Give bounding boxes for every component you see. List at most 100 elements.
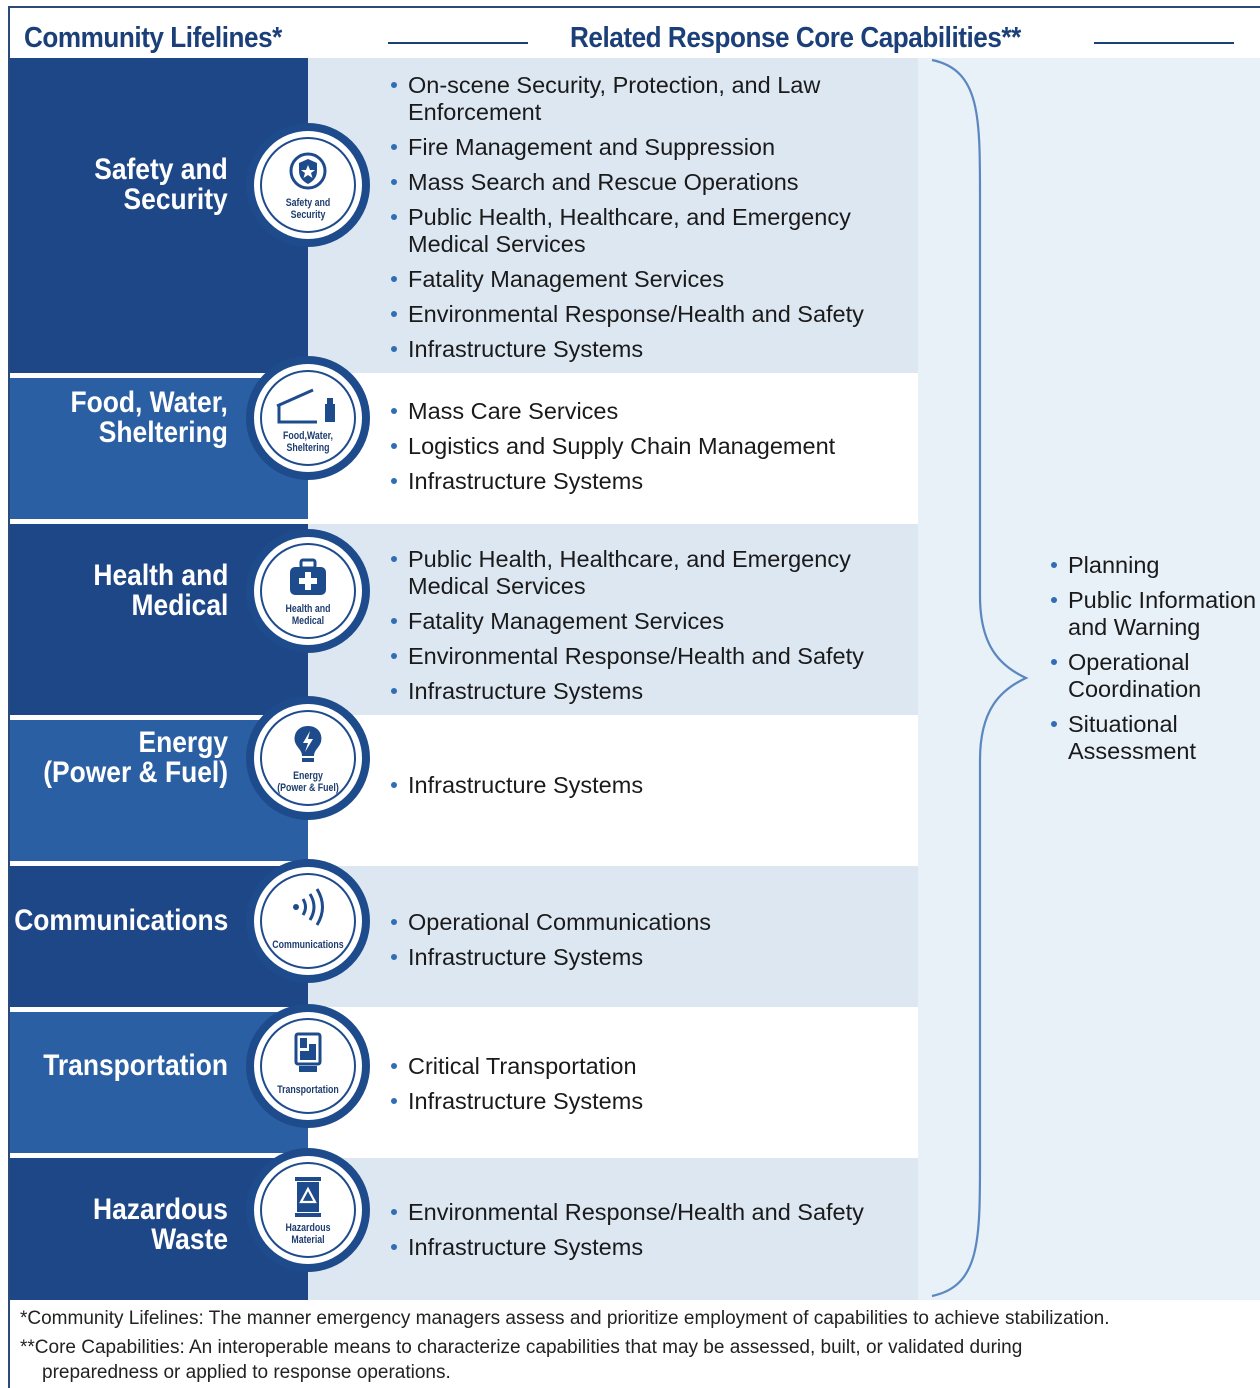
row-divider	[10, 861, 918, 866]
shared-capability-item: Situational Assessment	[1050, 711, 1258, 765]
capabilities-band	[308, 864, 918, 1010]
capability-item: Infrastructure Systems	[388, 468, 918, 495]
capability-item: Logistics and Supply Chain Management	[388, 433, 918, 460]
capability-item: Infrastructure Systems	[388, 336, 918, 363]
lifeline-badge: Energy(Power & Fuel)	[246, 696, 370, 820]
shield-star-icon	[286, 151, 330, 196]
lifeline-label: Communications	[14, 906, 228, 936]
badge-caption-line: Food,Water,	[282, 430, 334, 442]
capabilities-list: On-scene Security, Protection, and Law E…	[388, 72, 918, 371]
badge-caption-line: Security	[290, 209, 326, 221]
badge-caption: Energy(Power & Fuel)	[271, 770, 345, 794]
lifeline-label-line: Medical	[131, 589, 228, 622]
shared-capability-item: Public Information and Warning	[1050, 587, 1258, 641]
capability-item: Infrastructure Systems	[388, 1088, 918, 1115]
header-rule-left	[388, 42, 528, 44]
badge-inner-ring: Energy(Power & Fuel)	[260, 710, 356, 806]
capability-item: Environmental Response/Health and Safety	[388, 301, 918, 328]
grouping-brace	[931, 58, 1029, 1298]
lifeline-badge: Transportation	[246, 1004, 370, 1128]
capability-item: Mass Care Services	[388, 398, 918, 425]
lightbulb-bolt-icon	[288, 724, 328, 769]
badge-inner-ring: Communications	[260, 873, 356, 969]
capabilities-band	[308, 376, 918, 522]
badge-caption-line: Communications	[272, 939, 344, 951]
capability-item: On-scene Security, Protection, and Law E…	[388, 72, 918, 126]
lifeline-label-line: Food, Water,	[70, 386, 228, 419]
lifeline-label: Food, Water,Sheltering	[71, 388, 228, 448]
capability-item: Public Health, Healthcare, and Emergency…	[388, 546, 918, 600]
capabilities-band	[308, 522, 918, 718]
capability-item: Operational Communications	[388, 909, 918, 936]
lifeline-label-line: Hazardous Waste	[93, 1193, 228, 1256]
row-divider	[10, 519, 918, 524]
lifeline-label-line: Energy	[138, 726, 228, 759]
capabilities-band	[308, 1010, 918, 1156]
capability-item: Fatality Management Services	[388, 266, 918, 293]
row-divider	[10, 1153, 918, 1158]
capability-item: Fire Management and Suppression	[388, 134, 918, 161]
footnote-core-capabilities: **Core Capabilities: An interoperable me…	[20, 1337, 1023, 1358]
row-divider	[10, 1007, 918, 1012]
badge-caption-line: Transportation	[277, 1084, 339, 1096]
badge-caption-line: Health and	[285, 603, 331, 615]
lifeline-label-line: Safety and	[94, 153, 228, 186]
lifeline-badge: Communications	[246, 859, 370, 983]
lifeline-label: Hazardous Waste	[27, 1195, 228, 1255]
capabilities-band	[308, 718, 918, 864]
capability-item: Infrastructure Systems	[388, 1234, 918, 1261]
header-rule-right	[1094, 42, 1234, 44]
capability-item: Infrastructure Systems	[388, 678, 918, 705]
signal-waves-icon	[286, 887, 330, 932]
capability-item: Fatality Management Services	[388, 608, 918, 635]
diagram-frame	[8, 6, 1260, 1388]
badge-caption-line: Safety and	[285, 197, 331, 209]
badge-inner-ring: Transportation	[260, 1018, 356, 1114]
capability-item: Infrastructure Systems	[388, 944, 918, 971]
lifeline-label-line: (Power & Fuel)	[43, 756, 228, 789]
badge-caption-line: Energy	[293, 770, 323, 782]
row-divider	[10, 373, 918, 378]
badge-caption-line: Sheltering	[286, 442, 330, 454]
capabilities-list: Environmental Response/Health and Safety…	[388, 1199, 918, 1269]
capability-item: Environmental Response/Health and Safety	[388, 1199, 918, 1226]
lifeline-label-line: Security	[123, 183, 228, 216]
shared-capability-item: Operational Coordination	[1050, 649, 1258, 703]
lifeline-label-line: Sheltering	[98, 416, 228, 449]
lifeline-label-line: Communications	[13, 904, 228, 937]
capabilities-band	[308, 1156, 918, 1300]
badge-caption-line: Hazardous	[285, 1222, 331, 1234]
capability-item: Critical Transportation	[388, 1053, 918, 1080]
badge-caption-line: (Power & Fuel)	[277, 782, 339, 794]
footnote-core-capabilities-cont: preparedness or applied to response oper…	[42, 1362, 451, 1383]
lifeline-label: Energy(Power & Fuel)	[43, 728, 228, 788]
capabilities-band	[308, 58, 918, 376]
capability-item: Environmental Response/Health and Safety	[388, 643, 918, 670]
badge-caption: Food,Water,Sheltering	[271, 430, 345, 454]
lifeline-label: Transportation	[43, 1051, 228, 1081]
capabilities-list: Infrastructure Systems	[388, 772, 918, 807]
lifeline-label-line: Transportation	[43, 1049, 228, 1082]
badge-inner-ring: Food,Water,Sheltering	[260, 370, 356, 466]
badge-caption: Transportation	[271, 1084, 345, 1096]
shared-capability-item: Planning	[1050, 552, 1258, 579]
capabilities-heading: Related Response Core Capabilities**	[570, 22, 1021, 54]
footnote-lifelines: *Community Lifelines: The manner emergen…	[20, 1308, 1110, 1329]
traffic-signal-icon	[288, 1032, 328, 1079]
row-divider	[10, 715, 918, 720]
capabilities-list: Public Health, Healthcare, and Emergency…	[388, 546, 918, 713]
lifeline-badge: Food,Water,Sheltering	[246, 356, 370, 480]
header-bar: Community Lifelines* Related Response Co…	[10, 8, 1260, 58]
